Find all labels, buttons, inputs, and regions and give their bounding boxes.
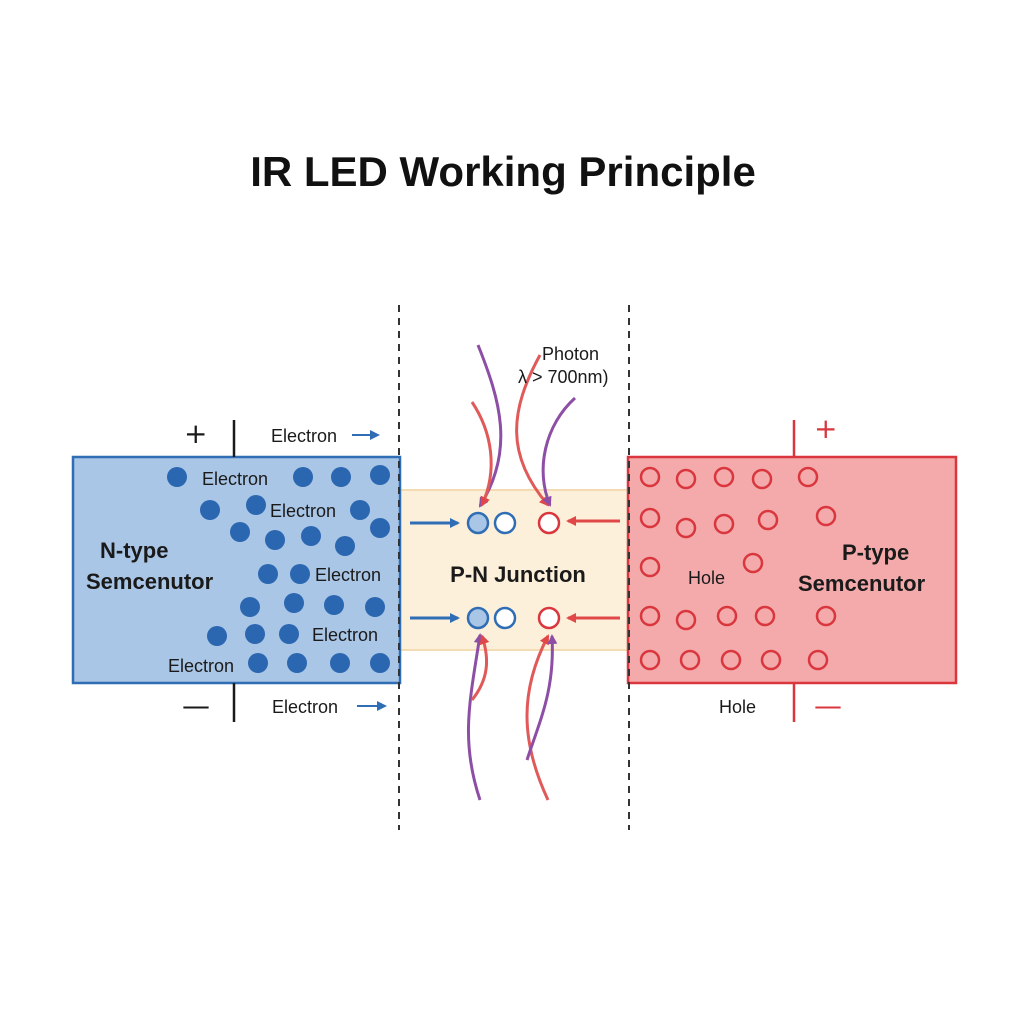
n-type-name-line2: Semcenutor bbox=[86, 569, 214, 594]
junction-electron bbox=[493, 511, 517, 535]
left-bottom-electron-label: Electron bbox=[272, 697, 338, 717]
electron-dot bbox=[350, 500, 370, 520]
junction-particles bbox=[466, 511, 561, 630]
hole-circle bbox=[639, 507, 661, 529]
left-top-electron-label: Electron bbox=[271, 426, 337, 446]
electron-label: Electron bbox=[168, 656, 234, 676]
right-bottom-hole-label: Hole bbox=[719, 697, 756, 717]
n-type-region bbox=[71, 455, 402, 685]
electron-dot bbox=[258, 564, 278, 584]
photon-path-purple bbox=[541, 396, 577, 507]
photon-path-purple bbox=[466, 633, 484, 801]
photon-path-purple bbox=[525, 634, 558, 761]
electron-dot bbox=[207, 626, 227, 646]
junction-electron bbox=[466, 511, 490, 535]
hole-circle bbox=[639, 605, 661, 627]
hole-circle bbox=[807, 649, 829, 671]
electron-dot bbox=[290, 564, 310, 584]
electron-dot bbox=[365, 597, 385, 617]
hole-circle bbox=[751, 468, 773, 490]
electron-dots bbox=[167, 465, 390, 673]
electron-dot bbox=[230, 522, 250, 542]
photon-path-red bbox=[470, 634, 490, 701]
electron-dot bbox=[287, 653, 307, 673]
junction-label: P-N Junction bbox=[450, 562, 586, 587]
junction-electron bbox=[466, 606, 490, 630]
electron-dot bbox=[248, 653, 268, 673]
electron-label: Electron bbox=[315, 565, 381, 585]
electron-dot bbox=[370, 653, 390, 673]
electron-dot bbox=[200, 500, 220, 520]
electron-dot bbox=[284, 593, 304, 613]
electron-dot bbox=[331, 467, 351, 487]
diagram-title: IR LED Working Principle bbox=[250, 148, 756, 195]
right-negative-sign: — bbox=[814, 689, 842, 722]
p-type-region bbox=[626, 455, 958, 685]
junction-hole bbox=[537, 606, 561, 630]
hole-circles bbox=[639, 466, 837, 671]
electron-label: Electron bbox=[312, 625, 378, 645]
junction-hole bbox=[537, 511, 561, 535]
hole-circle bbox=[754, 605, 776, 627]
electron-dot bbox=[370, 465, 390, 485]
photon-path-purple bbox=[476, 344, 503, 508]
p-type-name-line2: Semcenutor bbox=[798, 571, 926, 596]
electron-dot bbox=[279, 624, 299, 644]
hole-label: Hole bbox=[688, 568, 725, 588]
hole-circle bbox=[639, 466, 661, 488]
electron-dot bbox=[240, 597, 260, 617]
electron-dot bbox=[370, 518, 390, 538]
hole-circle bbox=[639, 556, 661, 578]
electron-dot bbox=[330, 653, 350, 673]
electron-label: Electron bbox=[202, 469, 268, 489]
hole-circle bbox=[639, 649, 661, 671]
left-negative-sign: — bbox=[182, 689, 210, 722]
electron-dot bbox=[265, 530, 285, 550]
photon-wavelength-label: λ > 700nm) bbox=[518, 367, 609, 387]
electron-dot bbox=[246, 495, 266, 515]
hole-circle bbox=[675, 517, 697, 539]
electron-dot bbox=[245, 624, 265, 644]
electron-label: Electron bbox=[270, 501, 336, 521]
hole-circle bbox=[675, 468, 697, 490]
hole-circle bbox=[720, 649, 742, 671]
hole-circle bbox=[815, 605, 837, 627]
electron-dot bbox=[324, 595, 344, 615]
hole-circle bbox=[679, 649, 701, 671]
n-type-name-line1: N-type bbox=[100, 538, 168, 563]
hole-circle bbox=[815, 505, 837, 527]
hole-circle bbox=[760, 649, 782, 671]
hole-circle bbox=[797, 466, 819, 488]
photon-path-red bbox=[515, 354, 550, 507]
electron-dot bbox=[293, 467, 313, 487]
electron-dot bbox=[301, 526, 321, 546]
p-type-name-line1: P-type bbox=[842, 540, 909, 565]
hole-circle bbox=[713, 513, 735, 535]
photon-path-red bbox=[525, 634, 550, 801]
hole-circle bbox=[713, 466, 735, 488]
hole-circle bbox=[716, 605, 738, 627]
junction-electron bbox=[493, 606, 517, 630]
electron-dot bbox=[335, 536, 355, 556]
hole-circle bbox=[675, 609, 697, 631]
left-positive-sign: + bbox=[184, 417, 207, 450]
photon-path-red bbox=[470, 401, 493, 507]
electron-dot bbox=[167, 467, 187, 487]
hole-circle bbox=[757, 509, 779, 531]
right-positive-sign: + bbox=[814, 412, 837, 445]
photon-label: Photon bbox=[542, 344, 599, 364]
hole-circle bbox=[742, 552, 764, 574]
